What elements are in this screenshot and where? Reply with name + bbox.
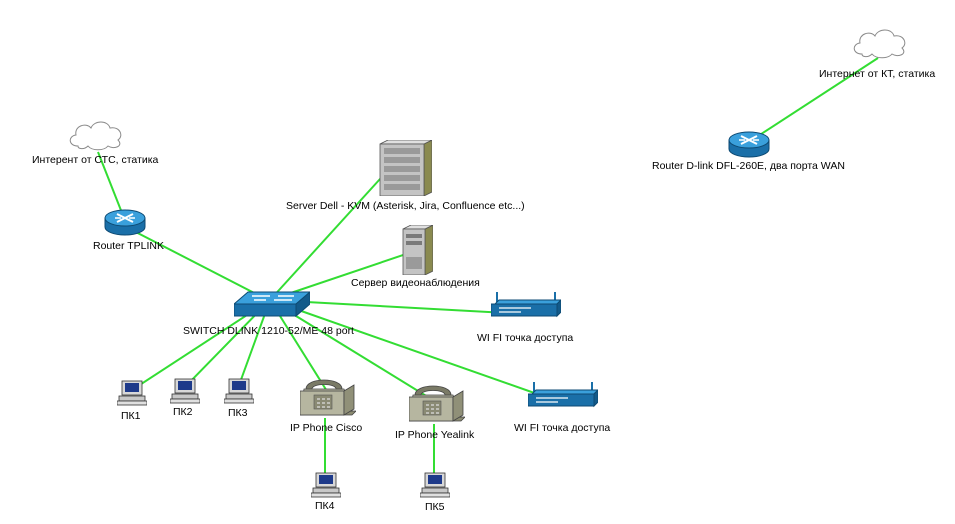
switch-label: SWITCH DLINK 1210-52/ME 48 port (183, 325, 354, 337)
cloud-kt-label: Интернет от КТ, статика (819, 68, 935, 80)
pc-icon[interactable] (420, 472, 450, 498)
pc1-label: ПК1 (121, 410, 141, 422)
server-dell-label: Server Dell - KVM (Asterisk, Jira, Confl… (286, 200, 525, 212)
link-switch-wifi1 (269, 299, 527, 315)
pc-icon[interactable] (311, 472, 341, 498)
pc5-label: ПК5 (425, 501, 445, 513)
link-router-tplink-switch (123, 225, 269, 301)
pc-icon[interactable] (170, 378, 200, 404)
wifi-ap-icon[interactable] (528, 381, 598, 407)
links (97, 57, 879, 484)
wifi-ap-icon[interactable] (491, 291, 561, 317)
phone-icon[interactable] (300, 379, 356, 416)
cloud-icon[interactable] (853, 29, 906, 59)
server-video-label: Сервер видеонаблюдения (351, 277, 480, 289)
switch-icon[interactable] (234, 291, 310, 317)
server-icon[interactable] (379, 140, 432, 196)
pc2-label: ПК2 (173, 406, 193, 418)
link-switch-wifi2 (269, 299, 561, 403)
router-dlink-label: Router D-link DFL-260E, два порта WAN (652, 160, 845, 172)
phone-yealink-label: IP Phone Yealink (395, 429, 475, 441)
router-tplink-label: Router TPLINK (93, 240, 164, 252)
router-icon[interactable] (104, 209, 146, 236)
pc4-label: ПК4 (315, 500, 335, 512)
link-server-dell-switch (269, 167, 391, 301)
wifi1-label: WI FI точка доступа (477, 332, 573, 344)
phone-icon[interactable] (409, 385, 465, 422)
nodes: Интерент от СТС, статика Router TPLINK S… (32, 29, 935, 513)
link-switch-phone-yealink (269, 299, 437, 403)
link-cloud-stc-router-tplink (97, 151, 125, 219)
wifi2-label: WI FI точка доступа (514, 422, 610, 434)
pc-icon[interactable] (224, 378, 254, 404)
pc3-label: ПК3 (228, 407, 248, 419)
cloud-stc-label: Интерент от СТС, статика (32, 154, 159, 166)
cloud-icon[interactable] (69, 121, 122, 151)
router-icon[interactable] (728, 131, 770, 158)
link-cloud-kt-router-dlink (751, 57, 879, 141)
phone-cisco-label: IP Phone Cisco (290, 422, 362, 434)
server-video-icon[interactable] (402, 225, 433, 275)
pc-icon[interactable] (117, 380, 147, 406)
